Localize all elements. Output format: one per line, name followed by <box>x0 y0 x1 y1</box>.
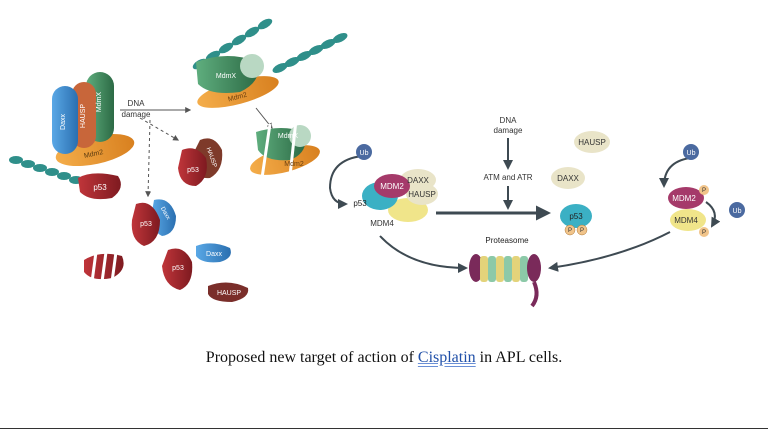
ub-badge-left <box>356 144 372 160</box>
svg-text:ATM and ATR: ATM and ATR <box>483 173 532 182</box>
cisplatin-link[interactable]: Cisplatin <box>417 349 476 366</box>
svg-text:p53: p53 <box>187 167 199 174</box>
svg-text:Mdm2: Mdm2 <box>227 92 248 104</box>
left-panel: Daxx HAUSP MdmX Mdm2 p53 DNA damage <box>9 18 348 302</box>
svg-text:MDM2: MDM2 <box>380 182 404 191</box>
svg-text:MDM4: MDM4 <box>674 216 698 225</box>
svg-text:MdmX: MdmX <box>278 133 299 140</box>
svg-text:DAXX: DAXX <box>407 176 429 185</box>
free-daxx <box>551 167 585 189</box>
right-panel: Ub p53 MDM2 DAXX HAUSP MDM4 DNA damage A… <box>328 116 745 308</box>
main-complex: Daxx HAUSP MdmX Mdm2 <box>52 72 135 167</box>
svg-text:HAUSP: HAUSP <box>408 190 436 199</box>
mdmx-mdm2-complex: MdmX Mdm2 <box>196 54 279 108</box>
svg-text:DNA: DNA <box>500 116 518 125</box>
arrow-to-proteasome-left <box>379 235 468 273</box>
svg-text:Ub: Ub <box>733 208 742 215</box>
proteasome <box>469 254 541 308</box>
bottom-rule <box>0 428 768 429</box>
svg-text:MDM4: MDM4 <box>370 219 394 228</box>
svg-text:p53: p53 <box>353 199 367 208</box>
dna-damage-label-left-1: DNA <box>128 99 146 108</box>
dashed-arrow-2 <box>145 119 152 198</box>
svg-text:damage: damage <box>494 126 523 135</box>
p53-hausp: p53 HAUSP <box>178 138 223 186</box>
mdmx-label: MdmX <box>96 92 103 113</box>
svg-text:P: P <box>568 228 572 234</box>
daxx-shape <box>52 86 78 154</box>
p53-mdm2-complex: p53 MDM2 DAXX HAUSP MDM4 <box>353 169 438 228</box>
broken-complex: MdmX Mdm2 <box>250 119 320 179</box>
svg-text:Ub: Ub <box>687 150 696 157</box>
arrow-to-proteasome-right <box>548 231 671 272</box>
ub-loop-left <box>328 155 363 209</box>
free-hausp <box>574 131 610 153</box>
svg-text:DAXX: DAXX <box>557 174 579 183</box>
svg-text:Daxx: Daxx <box>206 251 222 258</box>
svg-text:p53: p53 <box>172 265 184 272</box>
dna-damage-label-left-2: damage <box>122 110 151 119</box>
svg-text:HAUSP: HAUSP <box>578 138 606 147</box>
figure-caption: Proposed new target of action of Cisplat… <box>205 349 563 366</box>
p53-single: p53 <box>162 248 193 290</box>
svg-text:HAUSP: HAUSP <box>217 290 241 297</box>
daxx-label: Daxx <box>60 114 67 130</box>
svg-text:P: P <box>702 230 706 236</box>
daxx-single: Daxx <box>196 243 231 263</box>
hausp-single: HAUSP <box>208 282 249 302</box>
svg-text:P: P <box>702 188 706 194</box>
p53-phosphorylated: p53 P P <box>560 204 592 236</box>
p53-degraded <box>84 251 124 283</box>
mdm2-label: Mdm2 <box>83 149 104 160</box>
svg-text:P: P <box>580 228 584 234</box>
hausp-label: HAUSP <box>80 104 87 128</box>
dashed-arrow-1 <box>139 117 180 141</box>
svg-text:p53: p53 <box>93 183 107 192</box>
svg-text:Mdm2: Mdm2 <box>284 161 304 168</box>
p53-daxx: p53 Daxx <box>131 199 176 246</box>
proteasome-label: Proteasome <box>485 236 529 245</box>
svg-text:Ub: Ub <box>360 150 369 157</box>
p53-left: p53 <box>78 173 121 200</box>
svg-text:p53: p53 <box>140 221 152 228</box>
svg-text:p53: p53 <box>569 212 583 221</box>
svg-text:MdmX: MdmX <box>216 73 237 80</box>
svg-text:MDM2: MDM2 <box>672 194 696 203</box>
